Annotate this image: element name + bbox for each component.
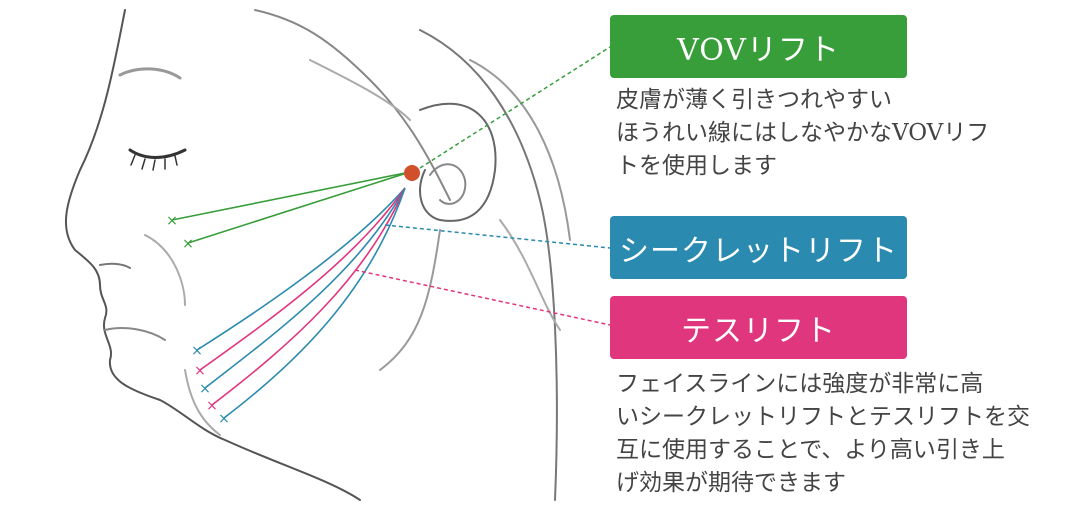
face-outline xyxy=(64,9,571,501)
insertion-mark: × xyxy=(199,381,211,397)
vov-lift-label: VOVリフト xyxy=(610,15,907,78)
insertion-mark: × xyxy=(191,343,203,359)
desc-line: フェイスラインには強度が非常に高 xyxy=(616,371,984,397)
insertion-mark: × xyxy=(194,363,206,379)
insertion-mark: × xyxy=(182,236,194,252)
thread-lines xyxy=(171,171,411,419)
desc-line: ほうれい線にはしなやかなVOVリフ xyxy=(616,120,990,146)
leader-lines xyxy=(354,46,611,326)
insertion-mark: × xyxy=(166,213,178,229)
tesu-lift-label: テスリフト xyxy=(610,296,907,359)
insertion-point xyxy=(404,165,420,181)
secret-lift-label: シークレットリフト xyxy=(610,216,907,279)
desc-line: トを使用します xyxy=(616,153,777,179)
insertion-mark: × xyxy=(218,411,230,427)
desc-line: 互に使用することで、より高い引き上 xyxy=(616,437,1005,463)
insertion-mark: × xyxy=(206,398,218,414)
desc-line: 皮膚が薄く引きつれやすい xyxy=(616,87,892,113)
face-line-description: フェイスラインには強度が非常に高 いシークレットリフトとテスリフトを交 互に使用… xyxy=(616,368,1076,500)
desc-line: げ効果が期待できます xyxy=(616,470,846,496)
desc-line: いシークレットリフトとテスリフトを交 xyxy=(616,404,1030,430)
vov-lift-description: 皮膚が薄く引きつれやすい ほうれい線にはしなやかなVOVリフ トを使用します xyxy=(616,84,1076,183)
insertion-marks: × × × × × × × xyxy=(166,213,230,427)
